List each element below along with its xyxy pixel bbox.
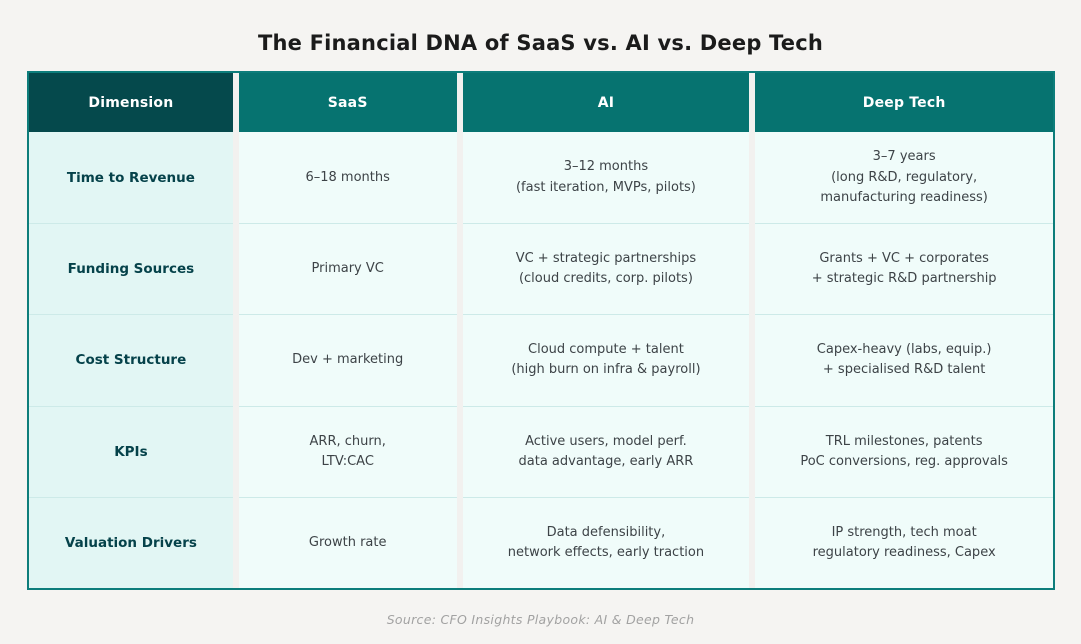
cell-time-to-revenue-deep-tech: 3–7 years (long R&D, regulatory, manufac…	[755, 132, 1053, 224]
cell-time-to-revenue-ai: 3–12 months (fast iteration, MVPs, pilot…	[462, 132, 750, 224]
cell-cost-structure-deep-tech: Capex-heavy (labs, equip.) + specialised…	[755, 314, 1053, 406]
cell-kpis-ai: Active users, model perf. data advantage…	[462, 405, 750, 497]
row-label-kpis: KPIs	[29, 405, 233, 497]
cell-funding-sources-saas: Primary VC	[238, 223, 457, 315]
cell-time-to-revenue-saas: 6–18 months	[238, 132, 457, 224]
source-caption: Source: CFO Insights Playbook: AI & Deep…	[386, 612, 695, 627]
cell-kpis-deep-tech: TRL milestones, patents PoC conversions,…	[755, 405, 1053, 497]
row-label-funding-sources: Funding Sources	[29, 223, 233, 315]
column-header-deep-tech: Deep Tech	[755, 73, 1053, 132]
cell-valuation-drivers-saas: Growth rate	[238, 496, 457, 588]
row-label-time-to-revenue: Time to Revenue	[29, 132, 233, 224]
column-header-dimension: Dimension	[29, 73, 233, 132]
cell-valuation-drivers-deep-tech: IP strength, tech moat regulatory readin…	[755, 496, 1053, 588]
cell-cost-structure-ai: Cloud compute + talent (high burn on inf…	[462, 314, 750, 406]
column-header-ai: AI	[462, 73, 750, 132]
cell-funding-sources-ai: VC + strategic partnerships (cloud credi…	[462, 223, 750, 315]
cell-kpis-saas: ARR, churn, LTV:CAC	[238, 405, 457, 497]
row-label-cost-structure: Cost Structure	[29, 314, 233, 406]
cell-cost-structure-saas: Dev + marketing	[238, 314, 457, 406]
page-title: The Financial DNA of SaaS vs. AI vs. Dee…	[257, 31, 824, 55]
comparison-table: Dimension SaaS AI Deep Tech Time to Reve…	[27, 71, 1055, 590]
cell-valuation-drivers-ai: Data defensibility, network effects, ear…	[462, 496, 750, 588]
row-label-valuation-drivers: Valuation Drivers	[29, 496, 233, 588]
cell-funding-sources-deep-tech: Grants + VC + corporates + strategic R&D…	[755, 223, 1053, 315]
column-header-saas: SaaS	[238, 73, 457, 132]
